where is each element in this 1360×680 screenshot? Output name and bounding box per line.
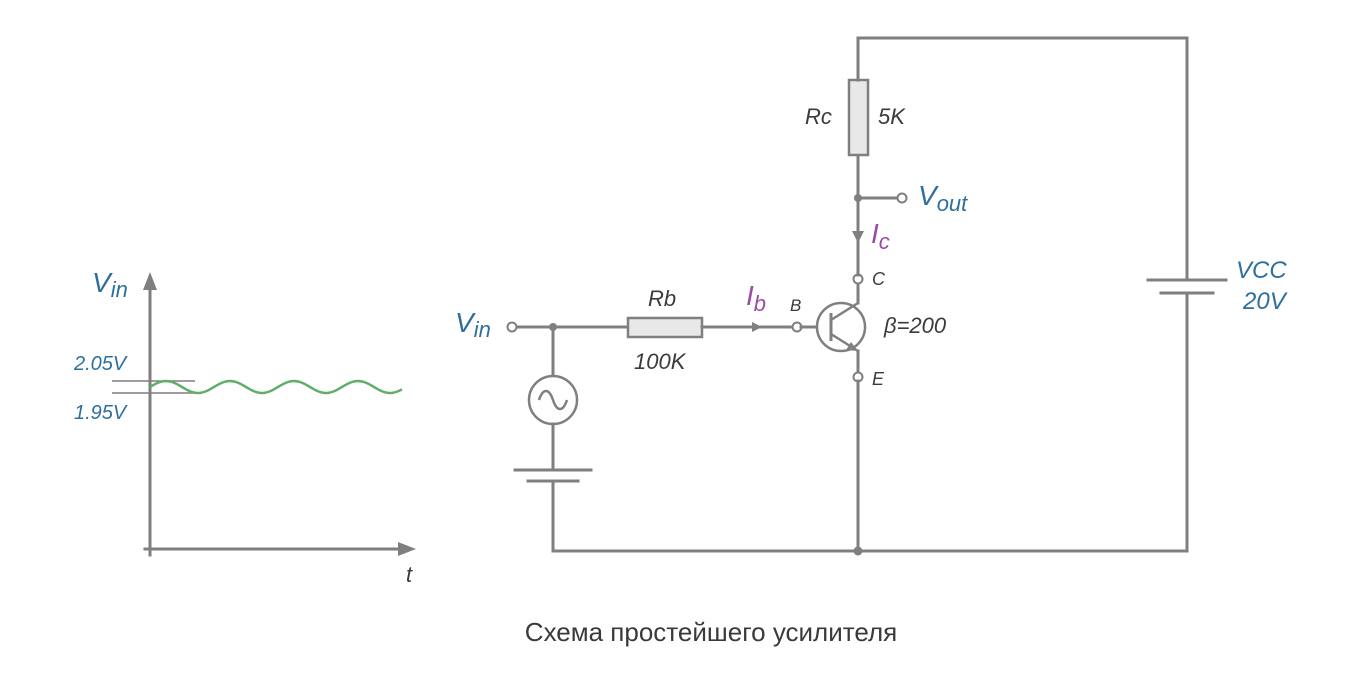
graph-x-arrow-icon <box>398 542 416 556</box>
input-signal-graph: Vin t 2.05V 1.95V <box>73 267 416 587</box>
graph-y-label: Vin <box>92 267 128 302</box>
ic-label: Ic <box>871 218 890 254</box>
input-sine-wave <box>149 379 403 395</box>
ic-arrow-icon <box>852 231 864 243</box>
amplifier-circuit: Vin Rb 100K Ib B C E β=200 Rc 5K Vout Ic… <box>455 36 1288 556</box>
emitter-pin-label: E <box>872 369 885 389</box>
level-high-label: 2.05V <box>73 353 128 375</box>
level-low-label: 1.95V <box>74 402 128 424</box>
rc-value-label: 5K <box>878 104 906 129</box>
beta-label: β=200 <box>883 313 947 338</box>
rb-resistor <box>626 316 704 339</box>
ac-sine-icon <box>537 389 569 411</box>
ib-label: Ib <box>746 280 766 316</box>
emitter-arrow-icon <box>846 342 858 351</box>
vin-label: Vin <box>455 307 491 342</box>
graph-y-arrow-icon <box>143 272 157 290</box>
base-pin-label: B <box>790 296 801 315</box>
vout-terminal <box>896 192 908 204</box>
rc-name-label: Rc <box>805 104 832 129</box>
vin-terminal <box>506 321 518 333</box>
collector-pin-label: C <box>872 269 886 289</box>
rb-value-label: 100K <box>634 349 687 374</box>
graph-x-label: t <box>406 562 413 587</box>
transistor-collector-lead <box>830 301 859 322</box>
rc-resistor <box>847 78 870 157</box>
diagram-caption: Схема простейшего усилителя <box>525 617 897 647</box>
vout-label: Vout <box>918 180 968 216</box>
transistor-body <box>815 301 867 353</box>
rb-name-label: Rb <box>648 286 676 311</box>
vcc-name-label: VCC <box>1236 257 1287 284</box>
vcc-value-label: 20V <box>1242 288 1288 315</box>
